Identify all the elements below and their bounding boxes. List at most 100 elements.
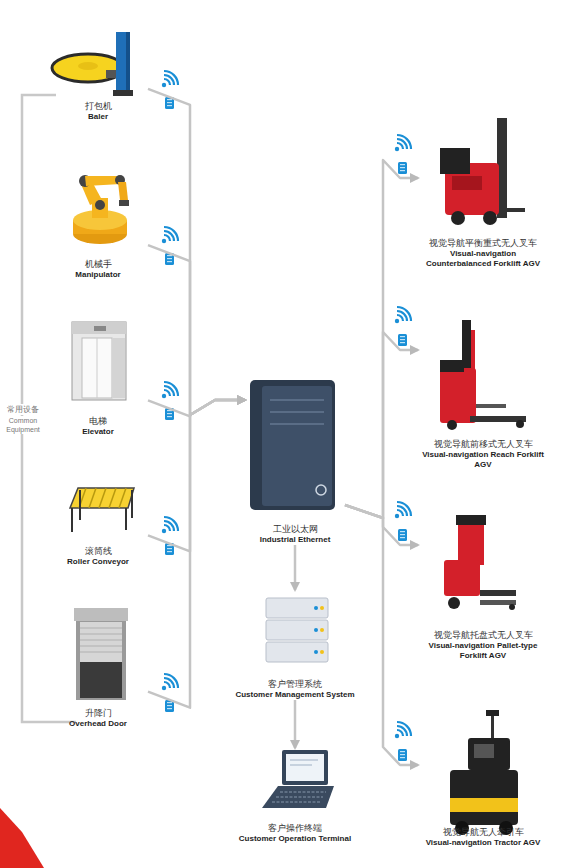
wireless-module-tags-part xyxy=(398,334,407,346)
network-connector xyxy=(294,545,297,590)
node-title: 机械手 xyxy=(48,258,148,270)
equipment-node: 升降门Overhead Door xyxy=(48,605,148,729)
counterbalanced-forklift-icon-part xyxy=(452,176,482,190)
agv-node: 视觉导航托盘式无人叉车Visual-navigation Pallet-type… xyxy=(418,510,548,661)
pallet-forklift-icon xyxy=(444,515,516,610)
baler-icon-part xyxy=(78,62,98,70)
pallet-forklift-icon-part xyxy=(480,600,516,605)
node-subtitle: Visual-navigation Tractor AGV xyxy=(418,838,548,848)
node-title: 客户管理系统 xyxy=(225,678,365,690)
node-subtitle: Visual-navigation Pallet-type Forklift A… xyxy=(418,641,548,661)
wireless-module-tags xyxy=(165,97,407,761)
baler-icon-part xyxy=(116,32,130,96)
roller-conveyor-icon-part xyxy=(89,488,96,508)
network-node: 工业以太网Industrial Ethernet xyxy=(245,375,345,545)
system-node: 客户管理系统Customer Management System xyxy=(225,590,365,700)
tractor-icon-part xyxy=(468,738,510,770)
overhead-door-icon-part xyxy=(80,640,122,641)
management-system-icon-part xyxy=(314,650,318,654)
node-title: 升降门 xyxy=(48,707,148,719)
pallet-forklift-icon-part xyxy=(444,560,480,596)
management-system-icon xyxy=(266,598,328,662)
node-subtitle: Roller Conveyor xyxy=(48,557,148,567)
node-title: 电梯 xyxy=(48,415,148,427)
reach-forklift-icon-part xyxy=(447,420,457,430)
baler-icon xyxy=(52,32,133,96)
reach-forklift-icon xyxy=(440,320,526,430)
elevator-icon-part xyxy=(72,322,126,400)
network-connector xyxy=(148,400,245,416)
elevator-icon-part xyxy=(97,338,98,398)
management-system-icon-part xyxy=(320,628,324,632)
network-connector xyxy=(345,505,418,765)
wireless-icons-part xyxy=(395,135,411,151)
roller-conveyor-icon-part xyxy=(99,488,106,508)
network-connector xyxy=(148,89,245,415)
node-subtitle: Industrial Ethernet xyxy=(245,535,345,545)
server-icon-part xyxy=(316,485,326,495)
node-subtitle: Overhead Door xyxy=(48,719,148,729)
overhead-door-icon-part xyxy=(80,622,122,662)
server-icon-part xyxy=(270,399,324,401)
wireless-icons-part xyxy=(395,722,411,738)
counterbalanced-forklift-icon-part xyxy=(483,211,497,225)
roller-conveyor-icon-part xyxy=(125,508,127,530)
overhead-door-icon-part xyxy=(80,634,122,635)
network-connector xyxy=(345,160,418,518)
overhead-door-icon-part xyxy=(74,608,128,621)
management-system-icon-part xyxy=(266,620,328,640)
reach-forklift-icon-part xyxy=(440,368,476,423)
roller-conveyor-icon-part xyxy=(131,490,133,518)
management-system-icon-part xyxy=(314,628,318,632)
overhead-door-icon-part xyxy=(80,628,122,629)
node-title: 工业以太网 xyxy=(245,523,345,535)
tractor-icon-part xyxy=(450,770,518,825)
counterbalanced-forklift-icon-part xyxy=(451,211,465,225)
corner-accent xyxy=(0,808,44,868)
terminal-node: 客户操作终端Customer Operation Terminal xyxy=(225,748,365,844)
wireless-module-tags-part xyxy=(398,749,407,761)
tractor-icon-part xyxy=(474,744,494,758)
node-subtitle: Baler xyxy=(48,112,148,122)
node-title: 视觉导航托盘式无人叉车 xyxy=(418,629,548,641)
laptop-icon-part xyxy=(276,797,323,798)
wireless-icons-part xyxy=(162,674,178,690)
roller-conveyor-icon-part xyxy=(119,488,126,508)
node-subtitle: Visual-navigation Counterbalanced Forkli… xyxy=(418,249,548,269)
node-title: 滚筒线 xyxy=(48,545,148,557)
network-connector xyxy=(148,245,245,415)
roller-conveyor-icon xyxy=(70,488,134,532)
corner-accent-part xyxy=(0,808,44,868)
overhead-door-icon-part xyxy=(80,662,122,698)
wireless-module-tags-part xyxy=(398,162,407,174)
node-subtitle: Customer Operation Terminal xyxy=(225,834,365,844)
tractor-icon xyxy=(450,710,518,835)
elevator-icon-part xyxy=(82,338,112,398)
baler-icon-part xyxy=(113,90,133,96)
network-connector xyxy=(345,505,418,545)
roller-conveyor-icon-part xyxy=(79,490,81,520)
elevator-icon-part xyxy=(112,338,125,398)
pallet-forklift-icon-part xyxy=(509,604,515,610)
wireless-icons-part xyxy=(162,382,178,398)
server-icon-part xyxy=(250,380,335,510)
manipulator-icon xyxy=(73,175,129,244)
node-subtitle: Visual-navigation Reach Forklift AGV xyxy=(418,450,548,470)
node-subtitle: Manipulator xyxy=(48,270,148,280)
management-system-icon-part xyxy=(320,606,324,610)
laptop-icon-part xyxy=(282,750,328,785)
network-connector xyxy=(148,400,245,551)
tractor-icon-part xyxy=(450,798,518,812)
agv-node: 视觉导航平衡重式无人叉车Visual-navigation Counterbal… xyxy=(418,110,548,269)
management-system-icon-part xyxy=(320,650,324,654)
node-title: 客户操作终端 xyxy=(225,822,365,834)
wireless-icons-part xyxy=(162,517,178,533)
overhead-door-icon-part xyxy=(80,646,122,647)
node-title: 打包机 xyxy=(48,100,148,112)
node-title: 视觉导航平衡重式无人叉车 xyxy=(418,237,548,249)
laptop-icon xyxy=(262,750,334,808)
management-system-icon-part xyxy=(266,642,328,662)
management-system-icon-part xyxy=(266,598,328,618)
server-icon xyxy=(250,380,335,510)
